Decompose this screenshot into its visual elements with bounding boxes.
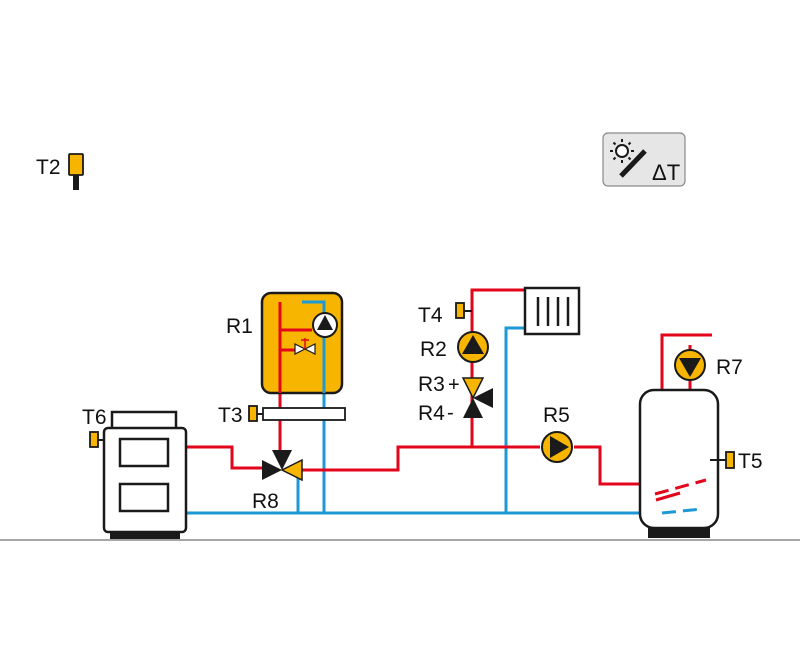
sensor-t5-icon <box>725 451 735 469</box>
valve-r4-bottom <box>463 398 483 418</box>
tank-coil-upper <box>654 478 707 496</box>
sensor-t3-icon <box>248 405 258 422</box>
solar-collector-icon <box>619 149 647 178</box>
label-t5: T5 <box>738 450 763 473</box>
hot-water-tank[interactable] <box>638 388 720 538</box>
diverting-valve-r3-r4[interactable]: R3 + R4 - <box>418 373 493 425</box>
pump-r5-arrow <box>550 436 569 458</box>
sensor-t4-icon <box>455 302 465 319</box>
pump-r2-arrow <box>462 335 484 354</box>
boiler-door-lower <box>118 482 170 513</box>
boiler-door-upper <box>118 437 170 468</box>
header-bar <box>262 407 346 421</box>
label-r3-sign: + <box>448 374 460 396</box>
tank-coil-mid <box>655 491 681 502</box>
sensor-t4[interactable]: T4 <box>418 302 472 327</box>
r7-flow-pipe <box>660 333 712 395</box>
radiator-return-pipe <box>504 326 528 513</box>
delta-t-text: ΔT <box>652 160 680 185</box>
thermostatic-valve-icon <box>294 338 316 355</box>
boiler-base <box>110 532 180 539</box>
sensor-t6-icon <box>89 431 99 448</box>
label-r3: R3 <box>418 373 445 396</box>
label-r5: R5 <box>543 404 570 427</box>
label-r1: R1 <box>226 315 253 338</box>
pump-r1[interactable]: R1 <box>226 312 338 338</box>
buffer-inner-cold <box>302 300 326 393</box>
mixing-valve-r8-right <box>280 458 303 482</box>
valve-r3-top <box>461 377 485 400</box>
boiler[interactable] <box>102 410 188 539</box>
buffer-tank-body <box>260 291 344 395</box>
sun-icon <box>610 139 634 163</box>
main-flow-pipe <box>300 445 540 472</box>
radiator[interactable] <box>523 286 581 336</box>
mixing-valve-r8[interactable]: R8 <box>252 450 303 513</box>
sensor-t5[interactable]: T5 <box>710 450 763 473</box>
label-r4: R4 <box>418 402 445 425</box>
valve-side <box>473 388 493 408</box>
sensor-t3[interactable]: T3 <box>218 404 346 427</box>
boiler-flow-pipe <box>186 445 266 470</box>
label-t2: T2 <box>36 156 61 179</box>
pump-r7[interactable]: R7 <box>674 349 743 381</box>
sensor-t2-icon <box>68 153 84 176</box>
label-r8: R8 <box>252 490 279 513</box>
tank-body <box>638 388 720 530</box>
sensor-t2[interactable]: T2 <box>36 153 84 190</box>
label-t4: T4 <box>418 304 443 327</box>
label-r2: R2 <box>420 338 447 361</box>
radiator-flow-pipe <box>470 288 525 447</box>
tank-coil-cold <box>661 507 703 515</box>
pump-r5[interactable]: R5 <box>541 404 573 463</box>
radiator-body <box>523 286 581 336</box>
mixing-valve-r8-left <box>262 460 282 480</box>
label-r7: R7 <box>716 356 743 379</box>
buffer-tank[interactable] <box>260 291 344 395</box>
tank-coil-flow-pipe <box>574 445 640 486</box>
label-t3: T3 <box>218 404 243 427</box>
pump-r7-arrow <box>679 358 701 377</box>
solar-delta-t-button[interactable]: ΔT <box>602 132 686 187</box>
label-r4-sign: - <box>447 402 454 424</box>
label-t6: T6 <box>82 406 107 429</box>
pump-r2[interactable]: R2 <box>420 331 489 363</box>
sensor-t2-mount <box>73 175 79 190</box>
tank-base <box>648 528 710 538</box>
mixing-valve-r8-top <box>272 450 292 470</box>
sensor-t6[interactable]: T6 <box>82 406 107 448</box>
pump-r1-arrow <box>317 315 333 330</box>
